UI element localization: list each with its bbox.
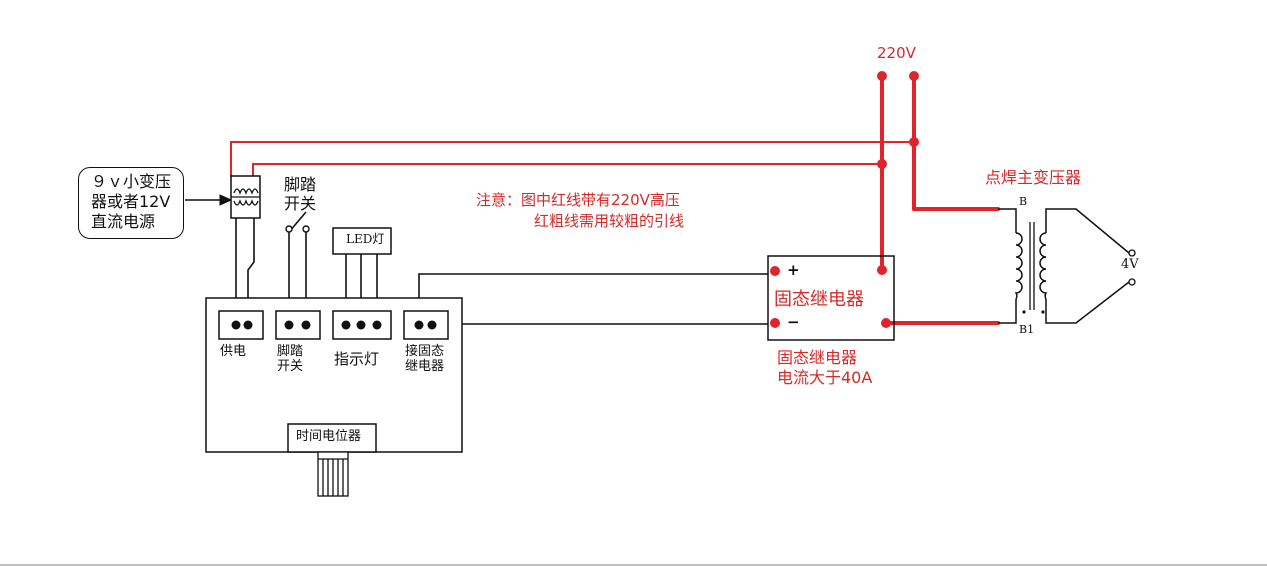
foot-switch-label-line2: 开关 — [284, 194, 317, 213]
controller-foot-label-line2: 开关 — [277, 359, 304, 374]
led-label: LED灯 — [346, 232, 385, 246]
led-box — [332, 227, 392, 255]
red-thin-wire-lower — [252, 163, 883, 177]
controller-connectors — [218, 310, 449, 453]
junction-dot — [877, 159, 887, 169]
foot-switch-label-line1: 脚踏 — [284, 175, 317, 194]
relay-plus-sign: + — [787, 261, 800, 279]
red-junction-dots — [770, 71, 919, 328]
connector-relay — [403, 310, 449, 340]
transformer-output-4v: 4V — [1121, 257, 1139, 272]
relay-caption-line1: 固态继电器 — [777, 348, 858, 367]
terminal-220v-left — [877, 71, 887, 81]
relay-inner-label: 固态继电器 — [774, 289, 864, 310]
transformer-tap-b1: B1 — [1019, 323, 1035, 336]
controller-supply-label: 供电 — [220, 344, 247, 359]
pot-label-box — [287, 423, 377, 453]
terminal-220v-right — [909, 71, 919, 81]
controller-foot-label-line1: 脚踏 — [277, 344, 304, 359]
relay-terminal-plus — [770, 266, 780, 276]
transformer-tap-b: B — [1019, 195, 1028, 208]
main-transformer-label: 点焊主变压器 — [985, 168, 1082, 187]
relay-caption-line2: 电流大于40A — [777, 368, 873, 387]
potentiometer-knob — [317, 451, 349, 497]
junction-dot — [909, 137, 919, 147]
relay-minus-sign: − — [787, 313, 800, 331]
connector-pins — [231, 320, 437, 330]
controller-relay-label-line1: 接固态 — [405, 344, 445, 359]
relay-terminal-right-top — [877, 265, 887, 275]
switch-contacts — [285, 225, 310, 233]
solid-state-relay — [767, 255, 895, 341]
warning-note-line1: 注意：图中红线带有220V高压 — [476, 191, 680, 209]
power-source-box: ９ｖ小变压 器或者12V 直流电源 — [78, 167, 184, 239]
connector-supply — [218, 310, 264, 340]
main-transformer — [998, 208, 1130, 324]
power-source-line2: 器或者12V — [91, 192, 171, 211]
relay-terminal-minus — [770, 318, 780, 328]
power-source-line3: 直流电源 — [91, 212, 156, 231]
voltage-220-label: 220V — [877, 44, 916, 62]
connector-foot-switch — [275, 310, 321, 340]
power-source-line1: ９ｖ小变压 — [91, 172, 172, 191]
relay-terminal-right-bottom — [881, 318, 891, 328]
controller-relay-label-line2: 继电器 — [405, 359, 445, 374]
controller-indicator-label: 指示灯 — [334, 350, 380, 368]
red-thin-wire-upper — [230, 141, 915, 177]
pot-label: 时间电位器 — [296, 429, 362, 444]
small-transformer-symbol — [230, 175, 261, 219]
warning-note-line2: 红粗线需用较粗的引线 — [534, 212, 685, 230]
source-arrow — [185, 194, 233, 206]
transformer-output-terminals — [1128, 249, 1136, 286]
